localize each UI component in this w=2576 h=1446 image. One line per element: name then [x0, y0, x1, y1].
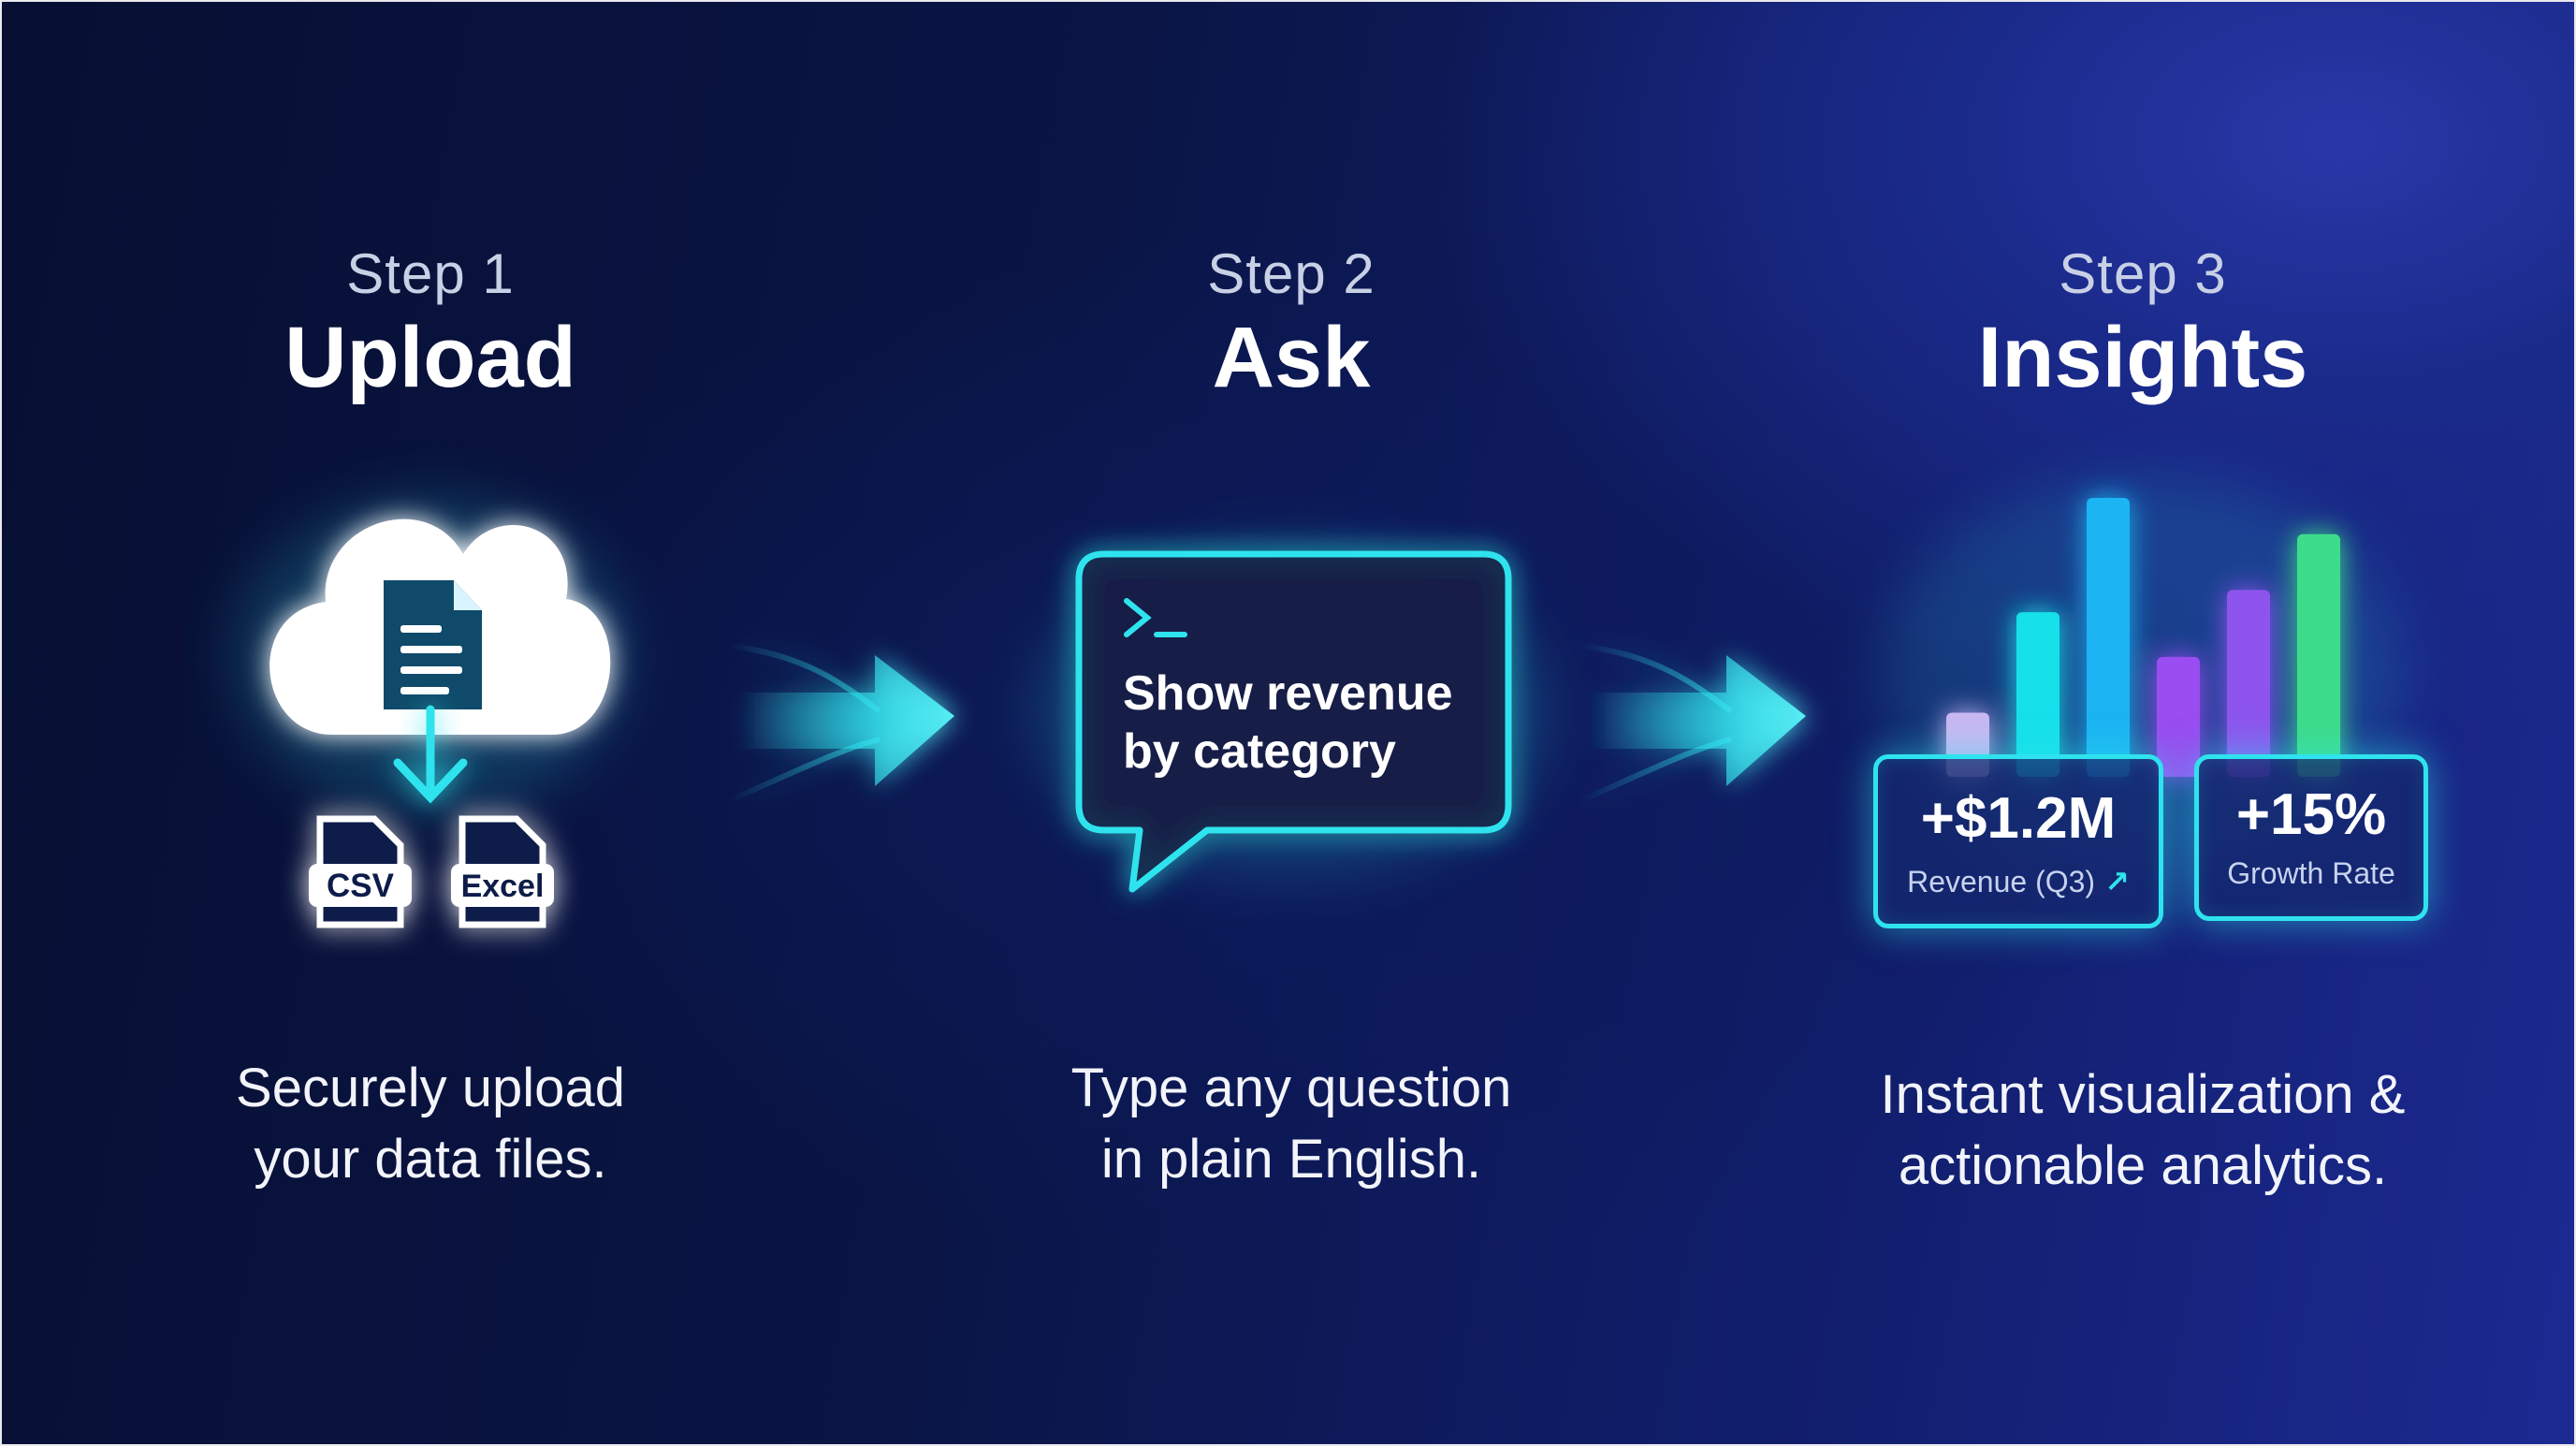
down-arrow-icon — [393, 705, 468, 804]
step-3-description: Instant visualization & actionable analy… — [1722, 1059, 2564, 1202]
revenue-metric-caption-text: Revenue (Q3) — [1907, 865, 2096, 898]
bubble-query-text: Show revenue by category — [1123, 665, 1453, 781]
bubble-query-line-2: by category — [1123, 724, 1396, 779]
step-2-title: Ask — [1212, 310, 1371, 405]
csv-badge-label: CSV — [327, 868, 395, 904]
excel-badge-label: Excel — [461, 869, 545, 904]
step-2-description: Type any question in plain English. — [870, 1053, 1712, 1195]
bar-chart-icon — [1946, 498, 2340, 777]
chart-bar — [2016, 612, 2059, 777]
step-1-description-line-1: Securely upload — [236, 1058, 625, 1118]
step-3-description-line-1: Instant visualization & — [1880, 1064, 2406, 1125]
growth-metric-caption: Growth Rate — [2227, 856, 2395, 890]
step-1-description: Securely upload your data files. — [9, 1053, 851, 1195]
chart-bar — [2157, 656, 2200, 777]
growth-metric-value: +15% — [2235, 782, 2387, 847]
step-1-label: Step 1 — [346, 242, 515, 305]
step-3-label: Step 3 — [2059, 242, 2227, 305]
chart-bar — [2227, 590, 2270, 777]
growth-metric-card: +15% Growth Rate — [2194, 754, 2428, 921]
step-3-title: Insights — [1977, 310, 2308, 405]
bubble-query-line-1: Show revenue — [1123, 666, 1453, 721]
step-3-description-line-2: actionable analytics. — [1898, 1135, 2388, 1196]
step-2-label: Step 2 — [1207, 242, 1375, 305]
terminal-prompt-icon — [1124, 598, 1187, 637]
trend-up-icon: ↗ — [2104, 865, 2130, 898]
step-2-description-line-2: in plain English. — [1100, 1129, 1482, 1190]
csv-file-icon: CSV — [309, 815, 412, 928]
revenue-metric-card: +$1.2M Revenue (Q3)↗ — [1873, 754, 2163, 928]
speech-bubble-icon — [1075, 550, 1512, 893]
chart-bar — [2087, 498, 2130, 777]
flow-arrow-icon — [1579, 643, 1806, 803]
revenue-metric-caption: Revenue (Q3)↗ — [1878, 864, 2159, 899]
step-1-title: Upload — [284, 310, 576, 405]
revenue-metric-value: +$1.2M — [1920, 786, 2117, 851]
excel-file-icon: Excel — [451, 815, 554, 928]
chart-bar — [2297, 533, 2340, 777]
step-2-description-line-1: Type any question — [1070, 1058, 1512, 1118]
document-icon — [384, 580, 482, 709]
flow-arrow-icon — [728, 643, 954, 803]
step-1-description-line-2: your data files. — [254, 1129, 607, 1190]
